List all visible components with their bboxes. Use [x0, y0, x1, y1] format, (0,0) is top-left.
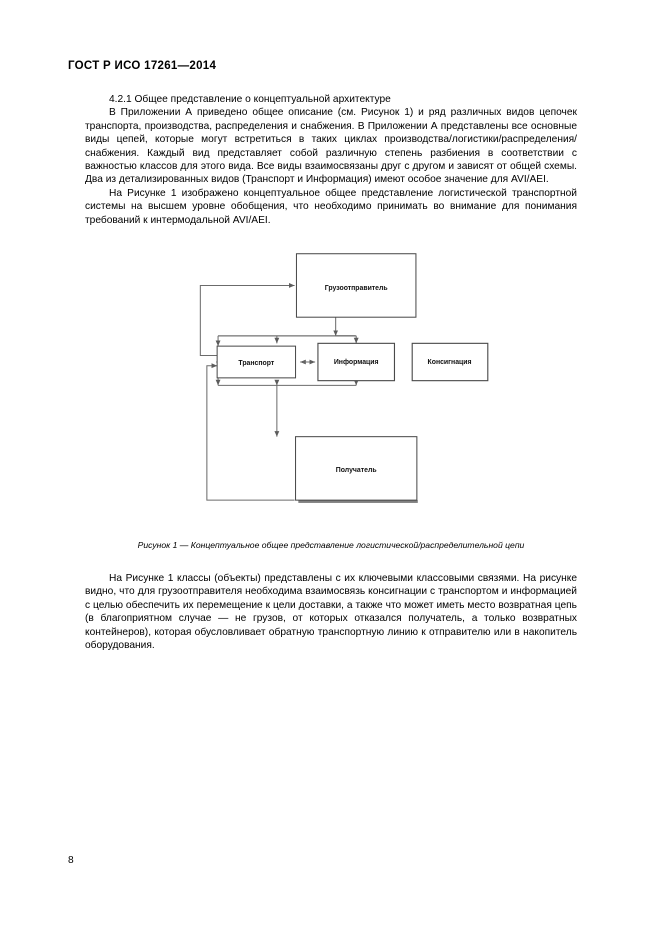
node-receiver-shadow: [298, 500, 418, 503]
node-transport: Транспорт: [216, 345, 297, 379]
section-heading: 4.2.1 Общее представление о концептуальн…: [109, 94, 391, 105]
node-receiver: Получатель: [295, 436, 418, 503]
connector-receiver-to-transport: [206, 363, 295, 501]
node-shipper-label: Грузоотправитель: [325, 285, 388, 292]
node-consignment-label: Консигнация: [428, 359, 472, 366]
document-header: ГОСТ Р ИСО 17261—2014: [68, 60, 217, 72]
node-transport-label: Транспорт: [238, 360, 274, 367]
paragraph-3: На Рисунке 1 классы (объекты) представле…: [85, 573, 577, 652]
node-information-label: Информация: [334, 359, 379, 366]
figure-caption: Рисунок 1 — Концептуальное общее предста…: [137, 540, 525, 550]
body-text-column-lower: На Рисунке 1 классы (объекты) представле…: [85, 572, 577, 652]
conceptual-architecture-diagram: Грузоотправитель Транспорт Информация Ко…: [199, 253, 489, 503]
page-number: 8: [68, 855, 74, 866]
node-receiver-label: Получатель: [336, 467, 377, 474]
figure-1: Грузоотправитель Транспорт Информация Ко…: [85, 250, 577, 550]
diagram-connectors: [199, 283, 339, 501]
node-consignment: Консигнация: [411, 342, 489, 382]
diagram-bus-lines: [218, 335, 357, 386]
paragraph-1: В Приложении А приведено общее описание …: [85, 107, 577, 186]
node-shipper: Грузоотправитель: [295, 253, 417, 318]
connector-transport-to-shipper: [199, 283, 295, 356]
node-information: Информация: [317, 342, 396, 382]
paragraph-2: На Рисунке 1 изображено концептуальное о…: [85, 187, 577, 226]
body-text-column: 4.2.1 Общее представление о концептуальн…: [85, 93, 577, 227]
